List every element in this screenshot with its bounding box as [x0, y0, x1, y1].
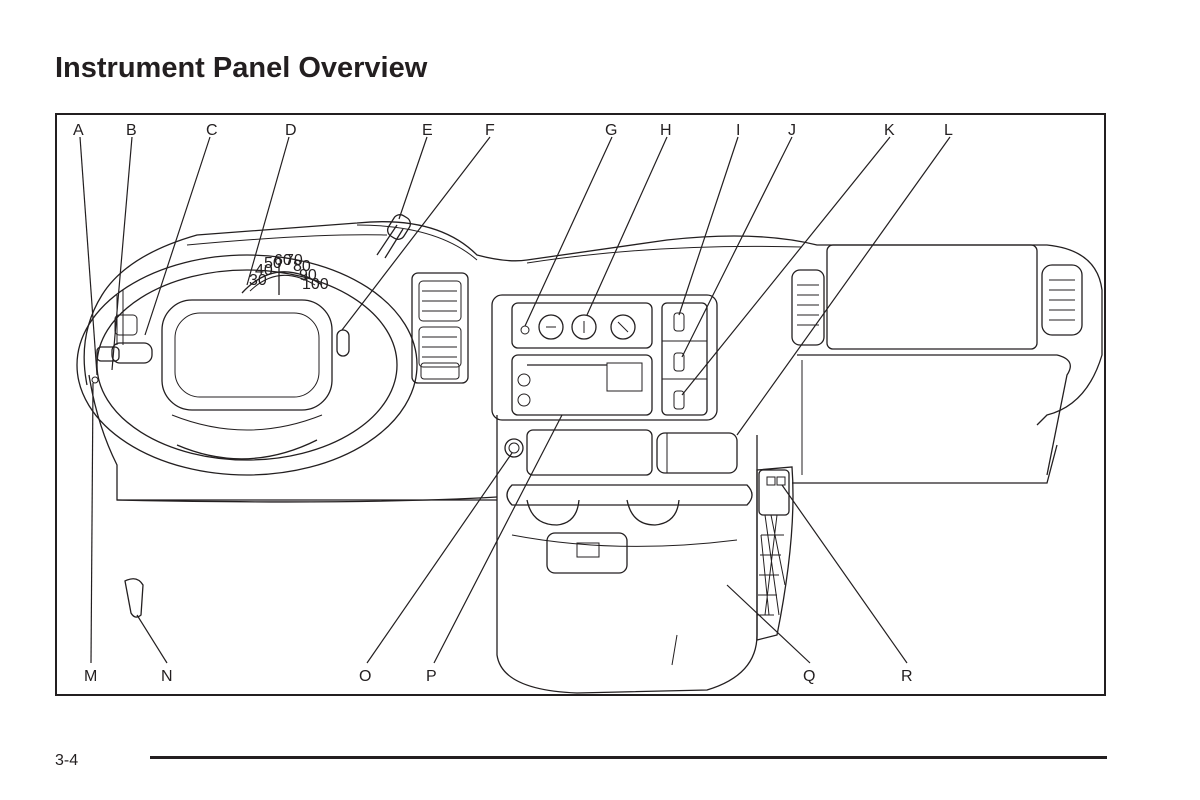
speed-tick: 100 — [302, 276, 329, 293]
callout-q: Q — [803, 668, 815, 685]
callout-m: M — [84, 668, 97, 685]
page-number: 3-4 — [55, 752, 78, 770]
callout-j: J — [788, 122, 796, 139]
passenger-vent-left — [792, 270, 824, 345]
left-center-vent — [412, 273, 468, 383]
footer-rule — [150, 756, 1107, 759]
callout-g: G — [605, 122, 617, 139]
callout-p: P — [426, 668, 437, 685]
callout-f: F — [485, 122, 495, 139]
callout-e: E — [422, 122, 433, 139]
callout-d: D — [285, 122, 297, 139]
turn-signal-lever — [92, 290, 152, 383]
callout-h: H — [660, 122, 672, 139]
callout-b: B — [126, 122, 137, 139]
leader-lines — [80, 137, 950, 663]
passenger-vent-right — [1042, 265, 1082, 335]
callout-l: L — [944, 122, 953, 139]
callout-k: K — [884, 122, 895, 139]
hood-release-handle — [125, 579, 143, 617]
callout-a: A — [73, 122, 84, 139]
callout-c: C — [206, 122, 218, 139]
callout-o: O — [359, 668, 371, 685]
callout-r: R — [901, 668, 913, 685]
center-stack — [492, 295, 757, 693]
callout-i: I — [736, 122, 740, 139]
callout-n: N — [161, 668, 173, 685]
instrument-panel-illustration: 30 40 50 60 70 80 90 100 — [55, 113, 1106, 696]
page-title: Instrument Panel Overview — [55, 52, 427, 85]
cruise-control-stalk — [337, 330, 349, 356]
